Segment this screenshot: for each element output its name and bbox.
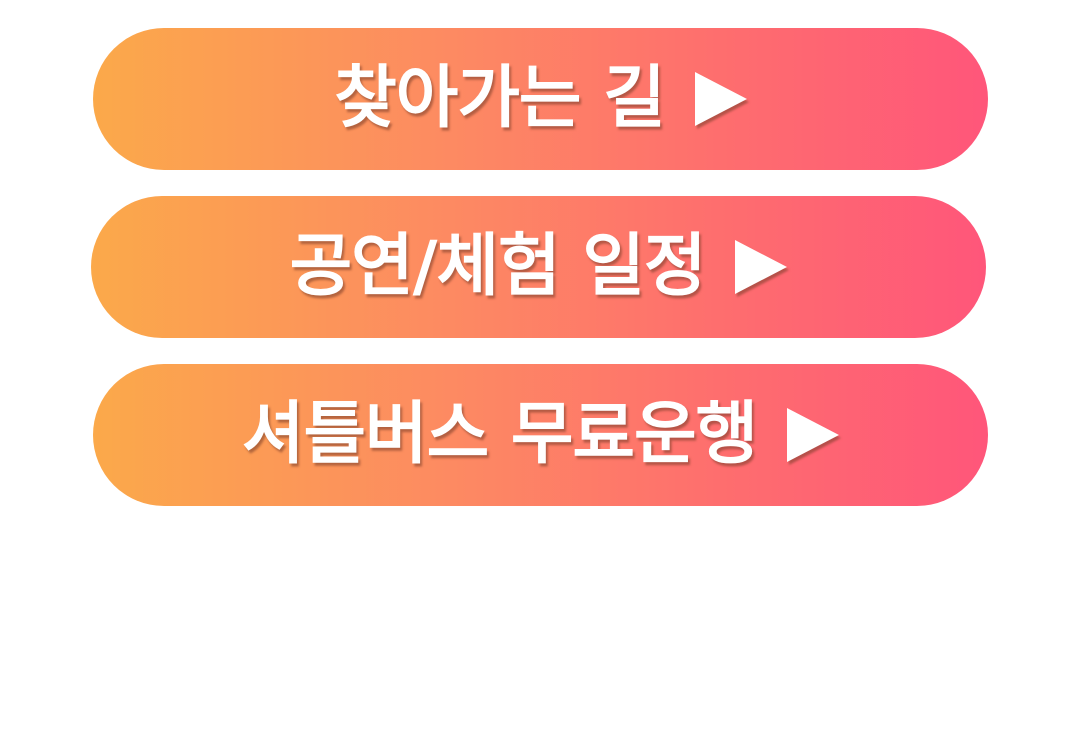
directions-button-label: 찾아가는 길 (334, 59, 747, 138)
directions-label-text: 찾아가는 길 (334, 59, 665, 138)
performance-schedule-label-text: 공연/체험 일정 (289, 227, 707, 306)
play-arrow-icon (735, 240, 788, 294)
performance-schedule-button-label: 공연/체험 일정 (290, 233, 788, 301)
directions-button[interactable]: 찾아가는 길 (93, 28, 988, 170)
play-arrow-icon (694, 72, 747, 126)
performance-schedule-button[interactable]: 공연/체험 일정 (91, 196, 986, 338)
play-arrow-icon (787, 408, 840, 462)
free-shuttle-bus-label-text: 셔틀버스 무료운행 (241, 395, 758, 474)
free-shuttle-bus-button-label: 셔틀버스 무료운행 (241, 395, 840, 474)
free-shuttle-bus-button[interactable]: 셔틀버스 무료운행 (93, 364, 988, 506)
